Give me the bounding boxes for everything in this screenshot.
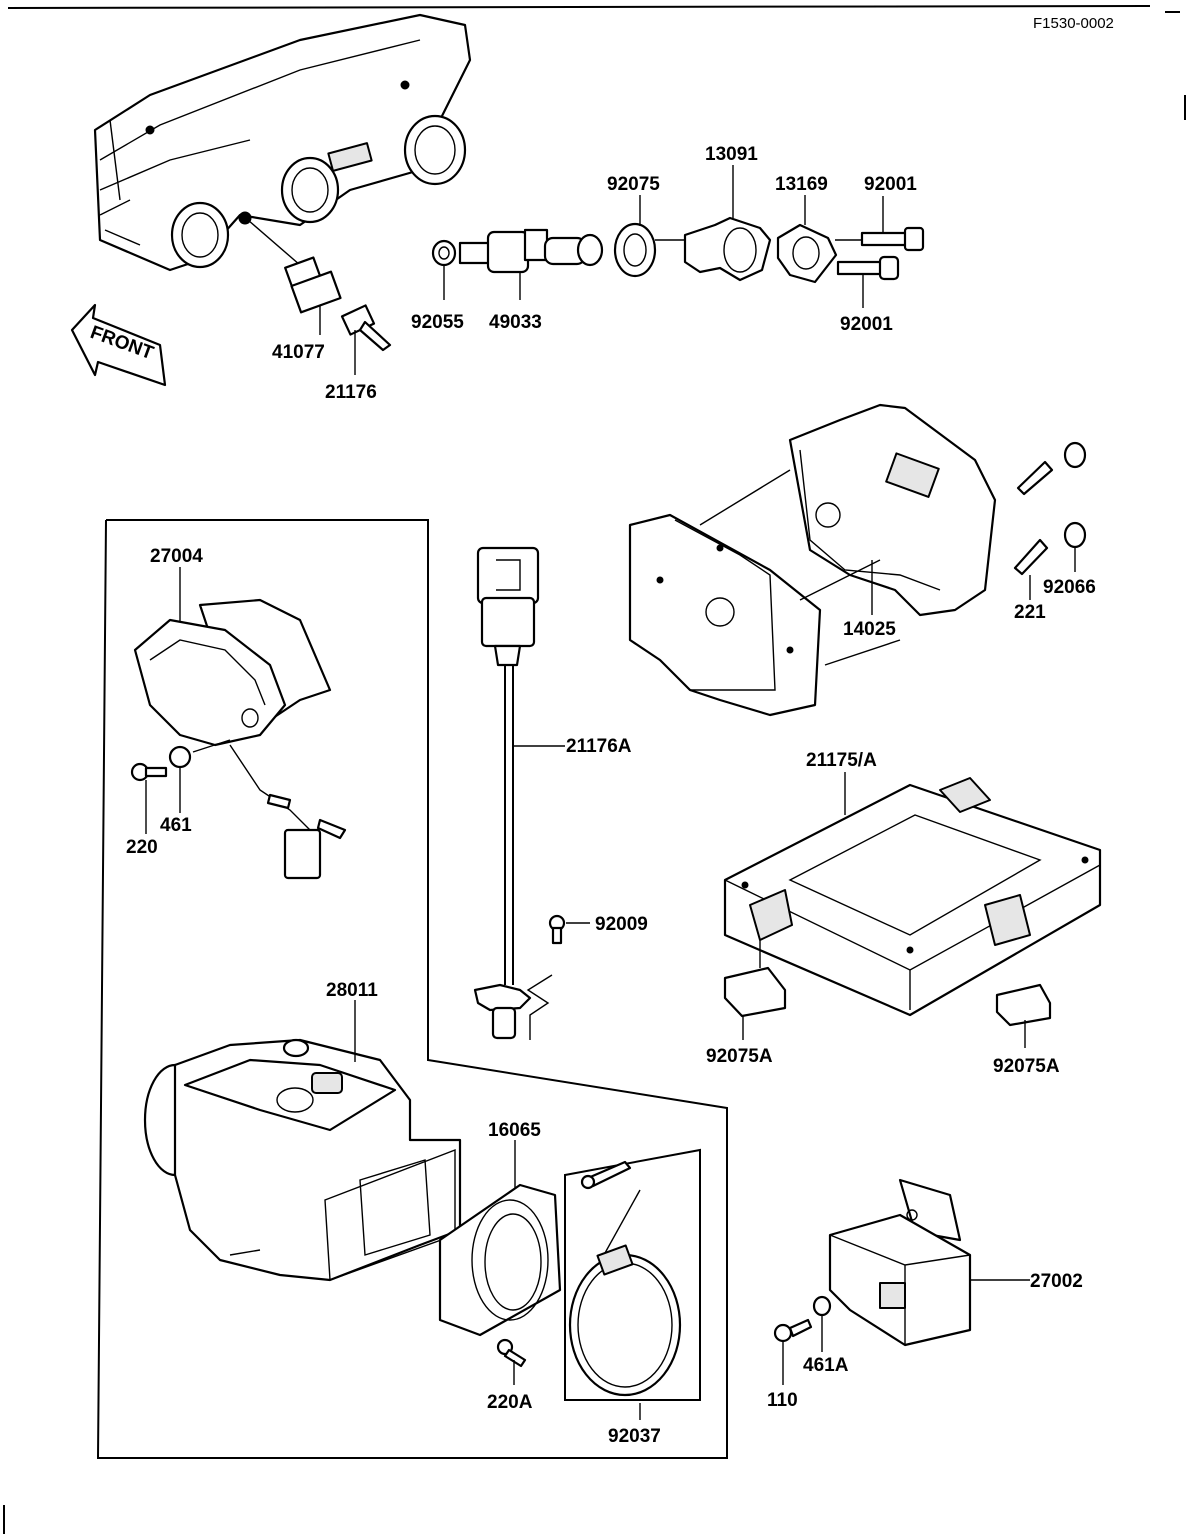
holder-13091-drawing bbox=[683, 165, 772, 282]
label-92009: 92009 bbox=[595, 914, 648, 935]
label-92066: 92066 bbox=[1043, 577, 1096, 598]
bracket-14025-drawing bbox=[628, 403, 997, 717]
sensor-21176A-drawing bbox=[473, 546, 565, 1040]
screw-221-drawing bbox=[1013, 460, 1054, 600]
label-21176: 21176 bbox=[325, 382, 377, 403]
label-41077: 41077 bbox=[272, 342, 325, 363]
label-92075: 92075 bbox=[607, 174, 660, 195]
label-27002: 27002 bbox=[1030, 1271, 1083, 1292]
washer-461-drawing bbox=[168, 739, 231, 813]
bolt-110-drawing bbox=[773, 1318, 813, 1385]
label-92037: 92037 bbox=[608, 1426, 661, 1447]
bolt-92001-drawing bbox=[835, 196, 925, 308]
label-92001-top: 92001 bbox=[864, 174, 917, 195]
flow-meter-28011-drawing bbox=[143, 1000, 462, 1282]
sensor-21176-drawing bbox=[340, 304, 392, 375]
screw-220-drawing bbox=[130, 762, 168, 834]
label-220: 220 bbox=[126, 837, 158, 858]
injector-49033-drawing bbox=[431, 228, 604, 300]
gasket-13169-drawing bbox=[776, 195, 838, 284]
label-49033: 49033 bbox=[489, 312, 542, 333]
label-92075A-right: 92075A bbox=[993, 1056, 1060, 1077]
label-110: 110 bbox=[767, 1390, 798, 1411]
washer-461A-drawing bbox=[812, 1295, 832, 1352]
label-221: 221 bbox=[1014, 602, 1046, 623]
adapter-41077-drawing bbox=[247, 219, 342, 335]
front-direction-arrow: FRONT bbox=[70, 303, 167, 387]
clamp-92037-drawing bbox=[564, 1148, 701, 1420]
label-13091: 13091 bbox=[705, 144, 758, 165]
label-13169: 13169 bbox=[775, 174, 828, 195]
label-28011: 28011 bbox=[326, 980, 378, 1001]
label-27004: 27004 bbox=[150, 546, 203, 567]
relay-27002-drawing bbox=[828, 1178, 1030, 1347]
cap-92066-drawing bbox=[1063, 441, 1087, 572]
damper-92075A-drawing bbox=[723, 940, 1052, 1048]
duct-16065-drawing bbox=[438, 1140, 562, 1337]
screw-92009-drawing bbox=[526, 914, 590, 1040]
top-border-line bbox=[7, 5, 1151, 9]
label-14025: 14025 bbox=[843, 619, 896, 640]
label-461: 461 bbox=[160, 815, 192, 836]
label-92055: 92055 bbox=[411, 312, 464, 333]
assembly-group-outline bbox=[96, 519, 728, 1459]
screw-220A-drawing bbox=[496, 1338, 527, 1385]
diagram-code: F1530-0002 bbox=[1033, 15, 1114, 32]
label-220A: 220A bbox=[487, 1392, 533, 1413]
label-16065: 16065 bbox=[488, 1120, 541, 1141]
label-21176A: 21176A bbox=[566, 736, 632, 757]
control-unit-21175A-drawing bbox=[723, 772, 1102, 1017]
label-21175A: 21175/A bbox=[806, 750, 877, 771]
label-92001-bottom: 92001 bbox=[840, 314, 893, 335]
label-461A: 461A bbox=[803, 1355, 849, 1376]
intake-manifold-drawing bbox=[93, 13, 472, 272]
unit-27004-drawing bbox=[133, 567, 347, 880]
label-92075A-left: 92075A bbox=[706, 1046, 773, 1067]
